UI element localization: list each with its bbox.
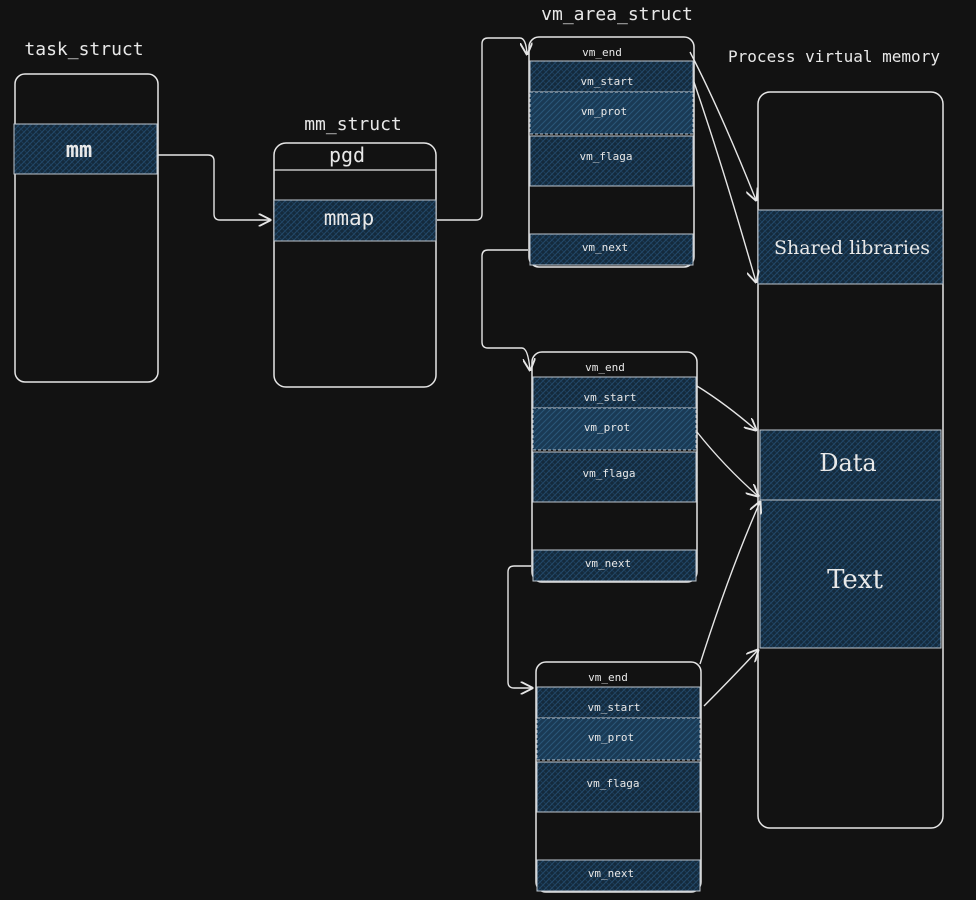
vma-2-vm-end: vm_end bbox=[585, 361, 625, 374]
vma-3: vm_end vm_start vm_prot vm_flaga vm_next bbox=[535, 661, 702, 893]
mm-struct-title: mm_struct bbox=[304, 114, 402, 135]
arrow-vma1-start-to-shared bbox=[693, 81, 756, 282]
region-shared-libraries bbox=[757, 209, 944, 285]
vma-2: vm_end vm_start vm_prot vm_flaga vm_next bbox=[531, 351, 698, 583]
arrow-vma3-start-to-text bbox=[703, 650, 758, 707]
vma-1-vm-next-field bbox=[529, 233, 694, 266]
arrow-vma2-start-to-data bbox=[696, 385, 756, 430]
vm-area-struct-title: vm_area_struct bbox=[541, 4, 693, 25]
region-data-label: Data bbox=[819, 449, 877, 477]
vma-2-vm-start: vm_start bbox=[584, 391, 637, 404]
region-shared-libraries-label: Shared libraries bbox=[774, 237, 930, 259]
vma-1-vm-end: vm_end bbox=[582, 46, 622, 59]
vma-3-vm-prot: vm_prot bbox=[588, 731, 634, 744]
vma-2-vm-flags: vm_flaga bbox=[583, 467, 636, 480]
vma-1-vm-prot-field bbox=[529, 91, 694, 135]
vma-3-vm-flags: vm_flaga bbox=[587, 777, 640, 790]
arrow-vma1-next-to-vma2 bbox=[481, 249, 530, 370]
vma-3-vm-next: vm_next bbox=[588, 867, 634, 880]
vma-2-vm-flags-field bbox=[532, 451, 697, 503]
task-struct-mm-label: mm bbox=[66, 138, 93, 163]
mm-struct-box bbox=[273, 142, 437, 388]
vma-3-vm-end: vm_end bbox=[588, 671, 628, 684]
vma-2-vm-next: vm_next bbox=[585, 557, 631, 570]
mm-struct-mmap-label: mmap bbox=[324, 206, 375, 230]
vma-1-vm-start-field bbox=[529, 60, 694, 93]
arrow-vma3-end-to-text bbox=[699, 502, 760, 665]
arrow-vma1-end-to-shared bbox=[689, 51, 756, 200]
task-struct-box bbox=[14, 73, 159, 383]
task-struct-mm-field bbox=[13, 123, 158, 175]
vma-3-vm-prot-field bbox=[536, 717, 701, 761]
vma-1: vm_end vm_start vm_prot vm_flaga vm_next bbox=[528, 36, 695, 268]
arrow-vma2-prot-to-data bbox=[696, 431, 758, 496]
mm-struct-pgd-label: pgd bbox=[329, 143, 365, 167]
vma-3-vm-next-field bbox=[536, 859, 701, 892]
process-vm-title: Process virtual memory bbox=[728, 47, 940, 66]
arrow-mm-to-mmap bbox=[158, 154, 270, 220]
arrow-vma2-next-to-vma3 bbox=[507, 565, 532, 688]
vma-3-vm-start-field bbox=[536, 686, 701, 719]
vma-3-vm-flags-field bbox=[536, 761, 701, 813]
task-struct-title: task_struct bbox=[24, 39, 143, 60]
vma-1-vm-prot: vm_prot bbox=[581, 105, 627, 118]
vma-3-box bbox=[535, 661, 702, 893]
arrow-mmap-to-vma1 bbox=[437, 37, 527, 221]
process-vm-box bbox=[757, 91, 944, 829]
vma-2-box bbox=[531, 351, 698, 583]
vma-2-vm-next-field bbox=[532, 549, 697, 582]
vma-1-vm-flags-field bbox=[529, 135, 694, 187]
vma-2-vm-start-field bbox=[532, 376, 697, 409]
vma-2-vm-prot: vm_prot bbox=[584, 421, 630, 434]
region-text bbox=[759, 499, 942, 649]
region-text-label: Text bbox=[827, 565, 883, 595]
vma-3-vm-start: vm_start bbox=[588, 701, 641, 714]
region-data bbox=[759, 429, 942, 501]
vma-1-vm-flags: vm_flaga bbox=[580, 150, 633, 163]
mm-struct-mmap-field bbox=[273, 199, 437, 242]
vma-1-vm-start: vm_start bbox=[581, 75, 634, 88]
vma-2-vm-prot-field bbox=[532, 407, 697, 451]
vma-1-vm-next: vm_next bbox=[582, 241, 628, 254]
vma-1-box bbox=[528, 36, 695, 268]
